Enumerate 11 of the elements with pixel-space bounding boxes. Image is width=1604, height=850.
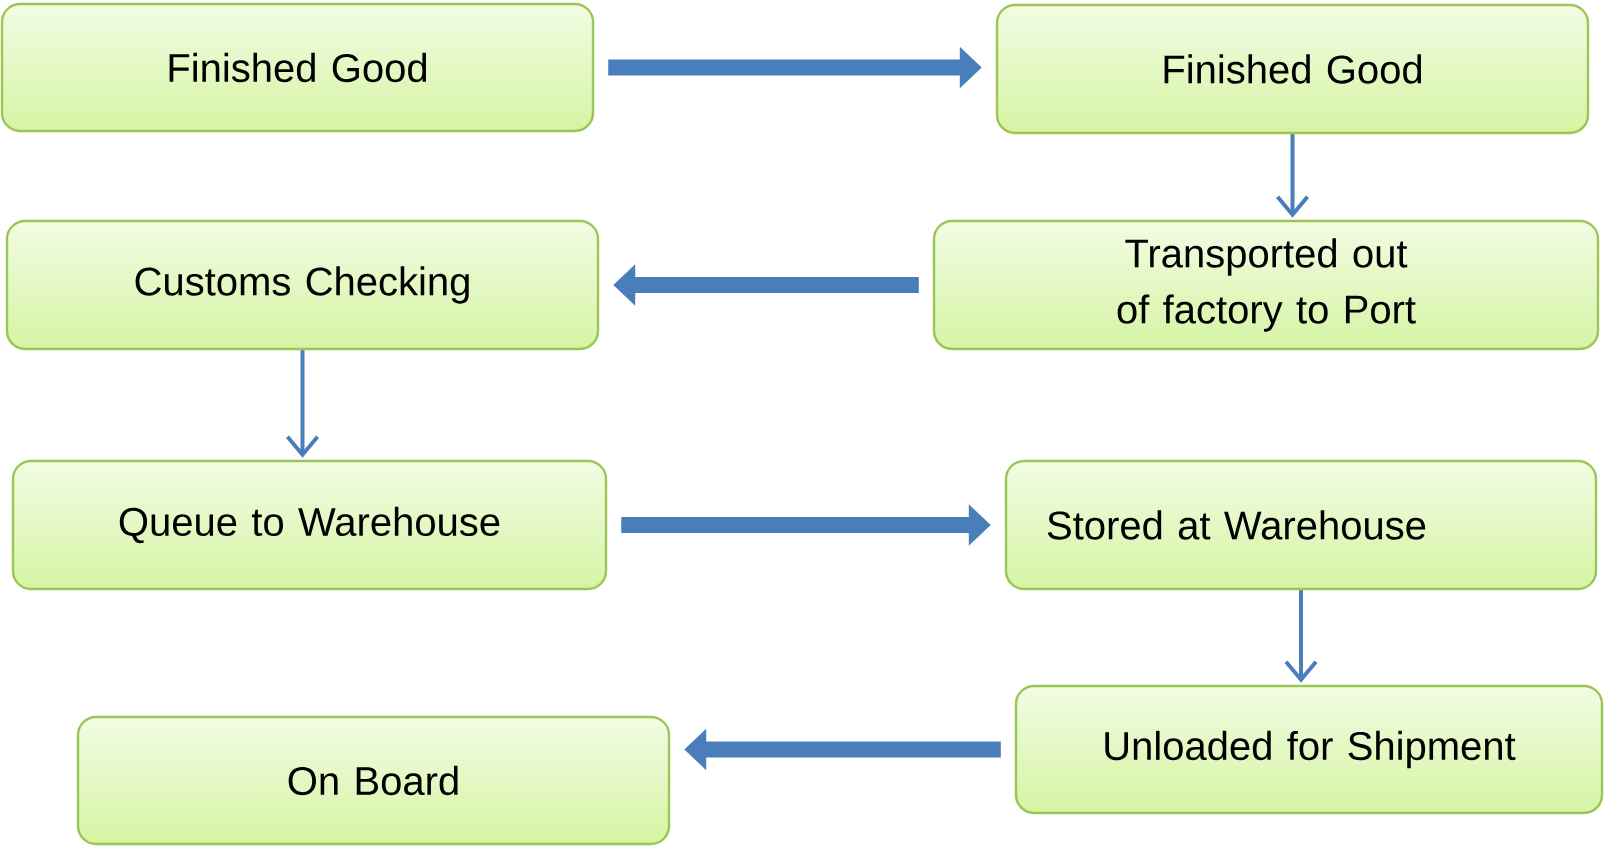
process-box: Transported out of factory to Port [932, 219, 1600, 351]
process-box: Finished Good [995, 3, 1590, 135]
process-box: On Board [76, 715, 671, 846]
process-box: Unloaded for Shipment [1014, 684, 1604, 815]
arrow [285, 350, 320, 458]
process-box: Customs Checking [5, 219, 600, 351]
arrow [1284, 590, 1318, 683]
arrow [1275, 134, 1310, 218]
process-box: Stored at Warehouse [1004, 459, 1598, 591]
process-box: Finished Good [0, 2, 595, 133]
process-box: Queue to Warehouse [11, 459, 608, 591]
